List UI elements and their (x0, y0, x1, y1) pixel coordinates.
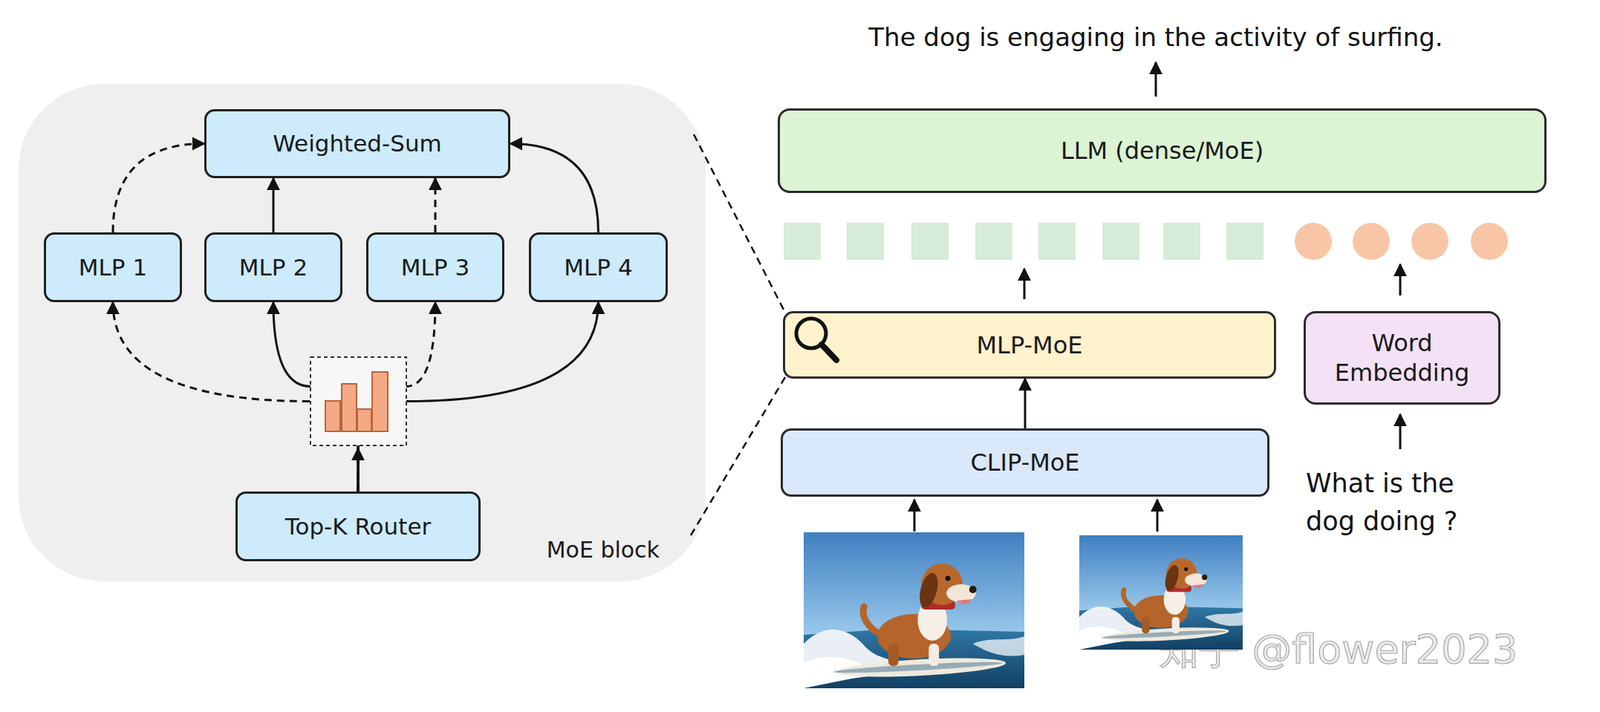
node-label: LLM (dense/MoE) (1060, 135, 1264, 166)
router-chart-icon (310, 357, 407, 446)
node-label: MLP-MoE (976, 330, 1084, 361)
expert-box: MLP 3 (366, 232, 505, 303)
question-text: What is the dog doing ? (1305, 464, 1492, 541)
chart-bar (341, 384, 357, 432)
weighted-sum-box: Weighted-Sum (204, 109, 511, 179)
output-sentence: The dog is engaging in the activity of s… (784, 19, 1528, 56)
node-label: Word Embedding (1319, 328, 1485, 388)
flow-connector (1024, 378, 1027, 429)
node-label: Weighted-Sum (272, 129, 442, 159)
expert-box: MLP 1 (43, 232, 182, 303)
node-label: MLP 2 (239, 253, 308, 283)
chart-bar (357, 409, 372, 432)
flow-connector (434, 178, 437, 233)
flow-connector (510, 144, 599, 234)
node-label: Top-K Router (285, 512, 431, 542)
flow-connector (272, 178, 275, 233)
dog-image-small (1079, 535, 1243, 650)
node-label: MLP 3 (401, 253, 470, 283)
projector-box: MLP-MoE (782, 311, 1277, 379)
chart-bar (372, 372, 388, 432)
visual-tokens (783, 222, 1264, 260)
router-arrow (357, 448, 360, 492)
dog-image-large (803, 532, 1025, 689)
flow-arrows (914, 62, 1401, 532)
encoder-box: CLIP-MoE (780, 428, 1270, 497)
zoom-line (690, 377, 786, 536)
text-tokens (1294, 222, 1508, 260)
llm-box: LLM (dense/MoE) (777, 108, 1547, 194)
flow-connector (112, 144, 205, 234)
zoom-line (693, 134, 786, 313)
magnifier-icon (796, 318, 837, 361)
moe-block-panel: MoE block Weighted-SumMLP 1 MLP 2 MLP 3 MLP … (18, 83, 706, 582)
chart-bar (325, 401, 341, 432)
node-label: MLP 4 (563, 253, 633, 283)
router-box: Top-K Router (235, 491, 481, 562)
node-label: MLP 1 (78, 253, 148, 283)
panel-title: MoE block (546, 536, 660, 565)
embedding-box: Word Embedding (1303, 311, 1501, 405)
expert-box: MLP 4 (528, 232, 668, 303)
expert-box: MLP 2 (204, 232, 343, 303)
node-label: CLIP-MoE (970, 447, 1080, 478)
icon-frame (310, 357, 407, 446)
